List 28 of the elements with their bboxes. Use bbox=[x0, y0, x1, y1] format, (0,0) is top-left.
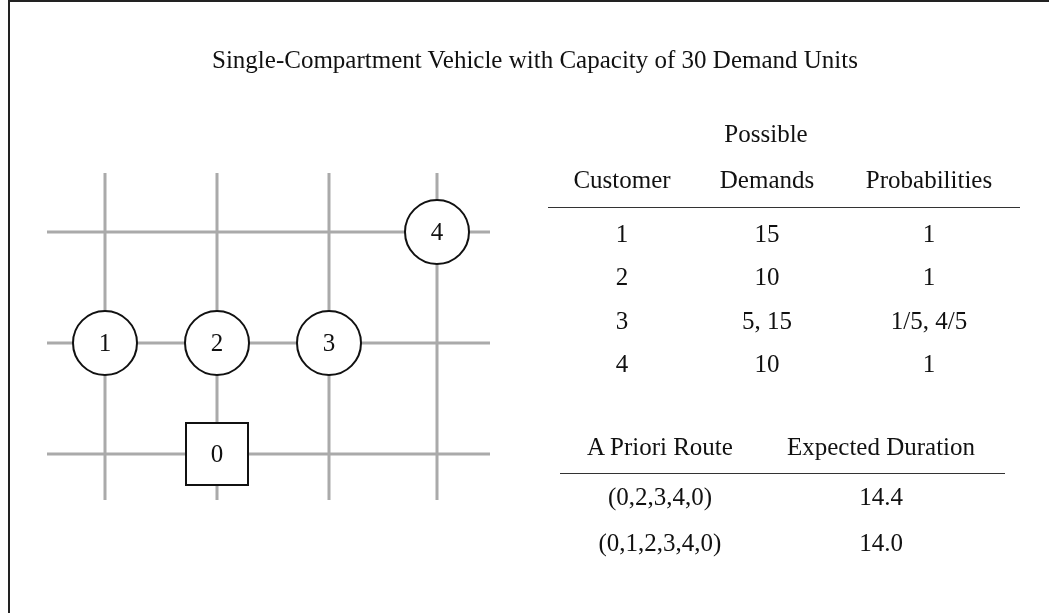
table-text: 10 bbox=[754, 263, 780, 291]
table-text: 15 bbox=[754, 220, 780, 248]
table-text: 3 bbox=[615, 307, 629, 335]
customer-circle: 4 bbox=[404, 199, 470, 265]
table-text: Probabilities bbox=[865, 166, 993, 194]
table-text: Possible bbox=[724, 120, 808, 148]
table-text: 14.0 bbox=[859, 529, 903, 557]
table-text: 14.4 bbox=[859, 483, 903, 511]
customer-circle: 2 bbox=[184, 310, 250, 376]
table-text: 1 bbox=[922, 220, 936, 248]
table-text: 5, 15 bbox=[742, 307, 792, 335]
customer-circle: 3 bbox=[296, 310, 362, 376]
table-text: 1 bbox=[922, 263, 936, 291]
diagram-title: Single-Compartment Vehicle with Capacity of 30 Demand Units bbox=[211, 46, 859, 74]
table-text: Customer bbox=[573, 166, 671, 194]
table-text: Demands bbox=[719, 166, 815, 194]
table-text: Expected Duration bbox=[786, 433, 976, 461]
table-text: 2 bbox=[615, 263, 629, 291]
table-text: 1/5, 4/5 bbox=[890, 307, 968, 335]
table-text: (0,2,3,4,0) bbox=[607, 483, 713, 511]
table-text: 1 bbox=[615, 220, 629, 248]
table-text: 4 bbox=[615, 350, 629, 378]
depot-square: 0 bbox=[185, 422, 249, 486]
table-text: (0,1,2,3,4,0) bbox=[598, 529, 722, 557]
customer-circle: 1 bbox=[72, 310, 138, 376]
table-text: 10 bbox=[754, 350, 780, 378]
table-text: 1 bbox=[922, 350, 936, 378]
table-text: A Priori Route bbox=[587, 433, 733, 461]
